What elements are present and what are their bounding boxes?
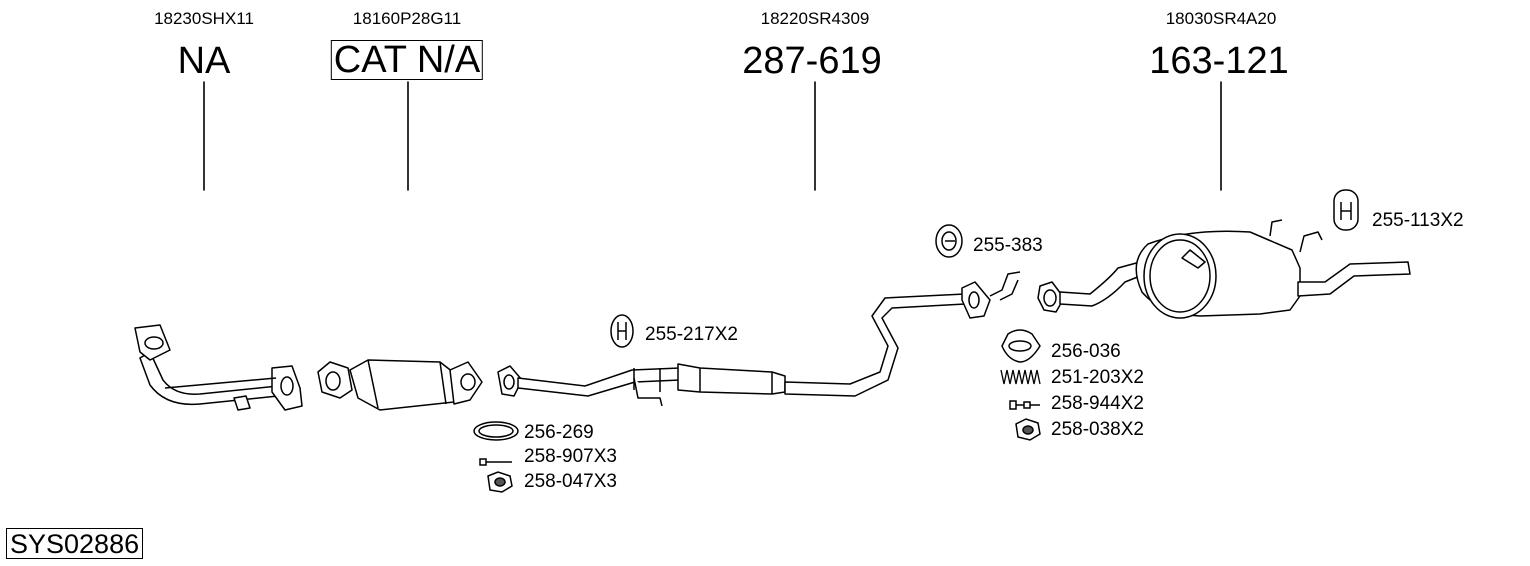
label-bolt-front[interactable]: 258-907X3 xyxy=(524,446,617,467)
part-number-rear-silencer[interactable]: 163-121 xyxy=(1149,40,1289,82)
gasket-rear-icon xyxy=(1001,329,1041,363)
label-hanger-mid[interactable]: 255-383 xyxy=(973,235,1043,256)
front-pipe-drawing xyxy=(134,324,303,411)
hanger-front-icon xyxy=(610,314,634,348)
centre-silencer-drawing xyxy=(497,293,966,407)
bolt-rear-icon xyxy=(1009,400,1040,410)
hanger-mid-icon xyxy=(935,224,963,258)
system-id-box: SYS02886 xyxy=(6,528,144,560)
spring-rear-icon xyxy=(1000,369,1041,385)
label-bolt-rear[interactable]: 258-944X2 xyxy=(1051,393,1144,414)
part-number-centre-silencer[interactable]: 287-619 xyxy=(742,40,882,82)
oem-number-catalyst: 18160P28G11 xyxy=(352,9,462,28)
rear-silencer-drawing xyxy=(1037,219,1411,319)
part-number-catalyst[interactable]: CAT N/A xyxy=(330,40,484,80)
label-nut-rear[interactable]: 258-038X2 xyxy=(1051,419,1144,440)
catalyst-drawing xyxy=(317,359,483,411)
hanger-rear-icon xyxy=(1333,189,1359,231)
label-gasket-rear[interactable]: 256-036 xyxy=(1051,341,1121,362)
part-number-front-pipe[interactable]: NA xyxy=(177,40,231,82)
label-hanger-front[interactable]: 255-217X2 xyxy=(645,324,738,345)
label-gasket-front[interactable]: 256-269 xyxy=(524,422,594,443)
oem-number-front-pipe: 18230SHX11 xyxy=(154,9,254,28)
oem-number-rear-silencer: 18030SR4A20 xyxy=(1165,9,1277,28)
label-nut-front[interactable]: 258-047X3 xyxy=(524,471,617,492)
gasket-front-icon xyxy=(473,421,519,441)
bolt-front-icon xyxy=(479,458,512,466)
label-hanger-rear[interactable]: 255-113X2 xyxy=(1372,210,1464,231)
nut-front-icon xyxy=(487,471,513,493)
mid-flange-drawing xyxy=(961,271,1021,319)
label-spring-rear[interactable]: 251-203X2 xyxy=(1051,367,1144,388)
nut-rear-icon xyxy=(1015,418,1041,441)
oem-number-centre-silencer: 18220SR4309 xyxy=(760,9,870,28)
